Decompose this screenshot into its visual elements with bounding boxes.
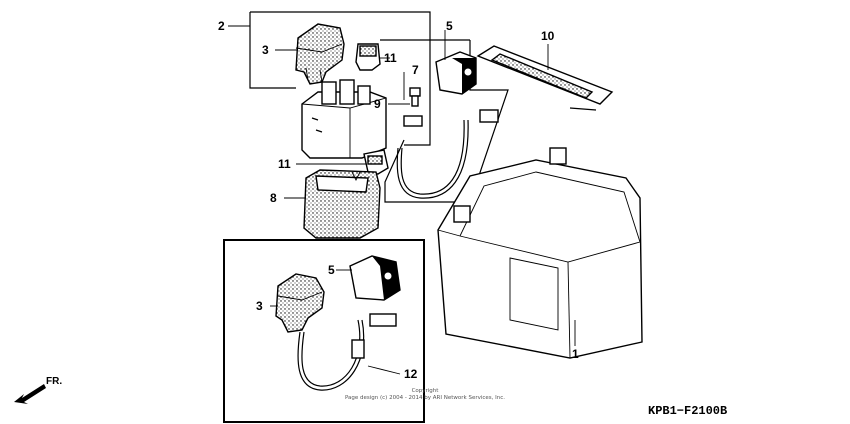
starter-relay[interactable] <box>301 79 387 159</box>
fuse-lower[interactable] <box>363 149 389 175</box>
terminal-cover-lower[interactable] <box>275 273 325 333</box>
callout-3-upper[interactable]: 3 <box>262 43 269 57</box>
relay-cover[interactable] <box>303 169 381 239</box>
terminal-cap-upper[interactable] <box>435 51 477 95</box>
battery[interactable] <box>437 147 643 359</box>
callout-5-lower[interactable]: 5 <box>328 263 335 277</box>
copyright-line-2: Page design (c) 2004 - 2014 by ARI Netwo… <box>345 395 505 401</box>
fuse-upper[interactable] <box>355 43 381 71</box>
callout-1[interactable]: 1 <box>572 347 579 361</box>
callout-12[interactable]: 12 <box>404 367 418 381</box>
callout-11-lower[interactable]: 11 <box>278 157 291 171</box>
battery-cable-upper[interactable] <box>396 109 499 199</box>
terminal-cap-lower[interactable] <box>349 255 401 301</box>
callout-9[interactable]: 9 <box>374 97 381 111</box>
diagram-code: KPB1−F2100B <box>648 404 727 418</box>
battery-strap[interactable] <box>476 45 614 111</box>
battery-cable-lower[interactable] <box>297 313 397 391</box>
callout-5-upper[interactable]: 5 <box>446 19 453 33</box>
front-arrow-icon <box>14 384 46 404</box>
copyright-line-1: Copyright <box>412 388 440 394</box>
callout-3-lower[interactable]: 3 <box>256 299 263 313</box>
group-2-bracket <box>249 11 431 146</box>
terminal-cover-upper[interactable] <box>295 23 345 85</box>
leader-lines <box>228 25 576 375</box>
callout-11-upper[interactable]: 11 <box>384 51 397 65</box>
bolt-9[interactable] <box>409 87 421 107</box>
callout-7[interactable]: 7 <box>412 63 419 77</box>
callout-10[interactable]: 10 <box>541 29 555 43</box>
callout-labels: 2 3 5 10 11 7 9 11 8 1 5 3 12 <box>218 19 579 381</box>
callout-8[interactable]: 8 <box>270 191 277 205</box>
callout-2[interactable]: 2 <box>218 19 225 33</box>
front-label: FR. <box>46 376 62 387</box>
cable-assembly-frame <box>223 239 425 423</box>
front-direction-indicator: FR. <box>14 376 62 404</box>
copyright-notice: Copyright Page design (c) 2004 - 2014 by… <box>345 388 505 401</box>
